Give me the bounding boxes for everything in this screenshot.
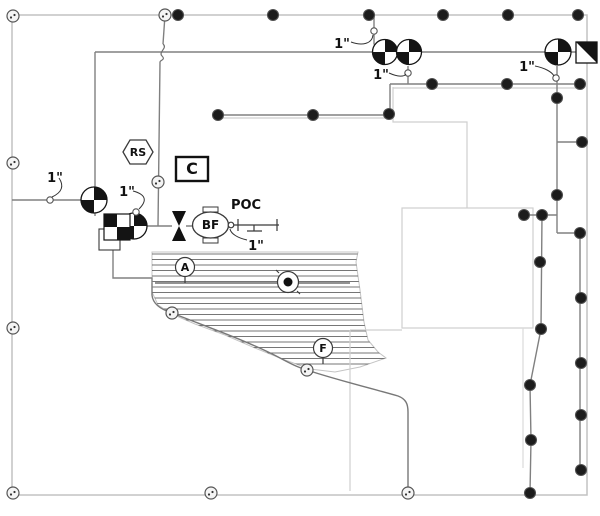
sprinkler-head-dark (574, 356, 588, 370)
pipe-size-label: 1" (373, 68, 389, 83)
pipe-size-label: 1" (248, 239, 264, 254)
sprinkler-head-dark (550, 91, 564, 105)
gate-valve-symbol (544, 38, 572, 66)
sprinkler-head-light (6, 156, 20, 170)
sprinkler-head-light (6, 321, 20, 335)
pipe-size-label: 1" (119, 185, 135, 200)
house-outline (401, 207, 534, 329)
sprinkler-head-dark (171, 8, 185, 22)
backflow-preventer-symbol: BF (191, 206, 230, 244)
sprinkler-head-light (300, 363, 314, 377)
bubbler-head-symbol (275, 269, 301, 295)
sprinkler-head-dark (501, 8, 515, 22)
sprinkler-head-light (401, 486, 415, 500)
sprinkler-head-dark (211, 108, 225, 122)
gate-valve-symbol (395, 38, 423, 66)
sprinkler-head-light (165, 306, 179, 320)
sprinkler-head-dark (362, 8, 376, 22)
sprinkler-head-dark (382, 107, 396, 121)
pipe-size-labels: 1" 1" 1" 1" 1" 1" (47, 37, 535, 254)
zone-f-marker: F (312, 337, 334, 364)
valves (80, 38, 572, 240)
controller-symbol: C (174, 155, 210, 183)
sprinkler-head-light (158, 8, 172, 22)
pipe-size-label: 1" (519, 60, 535, 75)
leader-line (229, 228, 248, 241)
leader-line (132, 190, 145, 210)
sprinkler-head-dark (517, 208, 531, 222)
sprinkler-head-dark (575, 135, 589, 149)
sprinkler-head-dark (574, 408, 588, 422)
gate-valve-symbol (371, 38, 399, 66)
zone-f-label: F (319, 342, 327, 355)
pipe-fitting (132, 208, 140, 216)
property-boundary (11, 14, 588, 496)
pipe-fitting (370, 27, 378, 35)
rain-sensor-symbol: RS (122, 139, 154, 165)
zone-a-feed (112, 240, 153, 283)
zone-a-label: A (181, 261, 190, 274)
patio-edge (349, 329, 402, 491)
pipe-fittings (46, 27, 560, 216)
sprinkler-head-light (6, 486, 20, 500)
sprinkler-head-dark (573, 77, 587, 91)
sprinkler-head-dark (550, 188, 564, 202)
pipe-fitting (46, 196, 54, 204)
leader-lines (51, 34, 555, 241)
controller-label: C (186, 159, 198, 178)
sprinkler-heads-dark (171, 8, 589, 500)
sprinkler-head-dark (524, 433, 538, 447)
pipe-fitting (404, 69, 412, 77)
sprinkler-head-dark (574, 463, 588, 477)
pipe-break-symbol (159, 43, 165, 63)
sprinkler-head-dark (500, 77, 514, 91)
zone-a-marker: A (174, 256, 196, 283)
poc-label: POC (231, 198, 261, 213)
shutoff-valve-icon (172, 211, 186, 241)
house-step-outline (392, 87, 468, 208)
half-filled-square-symbol (575, 41, 598, 64)
leader-line (350, 34, 374, 45)
hardscape-outlines (216, 87, 584, 491)
pipe-fitting (552, 74, 560, 82)
gate-valve-symbol (80, 186, 108, 214)
sprinkler-head-dark (436, 8, 450, 22)
leader-line (534, 65, 555, 77)
pipe-size-label: 1" (47, 171, 63, 186)
sprinkler-head-dark (573, 226, 587, 240)
sprinkler-head-dark (533, 255, 547, 269)
sprinkler-head-light (6, 9, 20, 23)
sprinkler-head-light (151, 175, 165, 189)
leader-line (51, 177, 63, 198)
sprinkler-head-dark (534, 322, 548, 336)
rain-sensor-label: RS (130, 146, 146, 159)
poc-meter-symbol (227, 219, 279, 232)
sprinkler-head-dark (266, 8, 280, 22)
pipe-size-label: 1" (334, 37, 350, 52)
sprinkler-head-dark (306, 108, 320, 122)
leader-line (388, 72, 407, 77)
sprinkler-heads-light (6, 8, 415, 500)
sprinkler-head-dark (425, 77, 439, 91)
sprinkler-head-light (204, 486, 218, 500)
sprinkler-head-dark (535, 208, 549, 222)
valve-box-symbol (98, 213, 131, 251)
sprinkler-head-dark (574, 291, 588, 305)
backflow-label: BF (202, 218, 219, 232)
sprinkler-head-dark (523, 378, 537, 392)
sprinkler-head-dark (571, 8, 585, 22)
sprinkler-head-dark (523, 486, 537, 500)
